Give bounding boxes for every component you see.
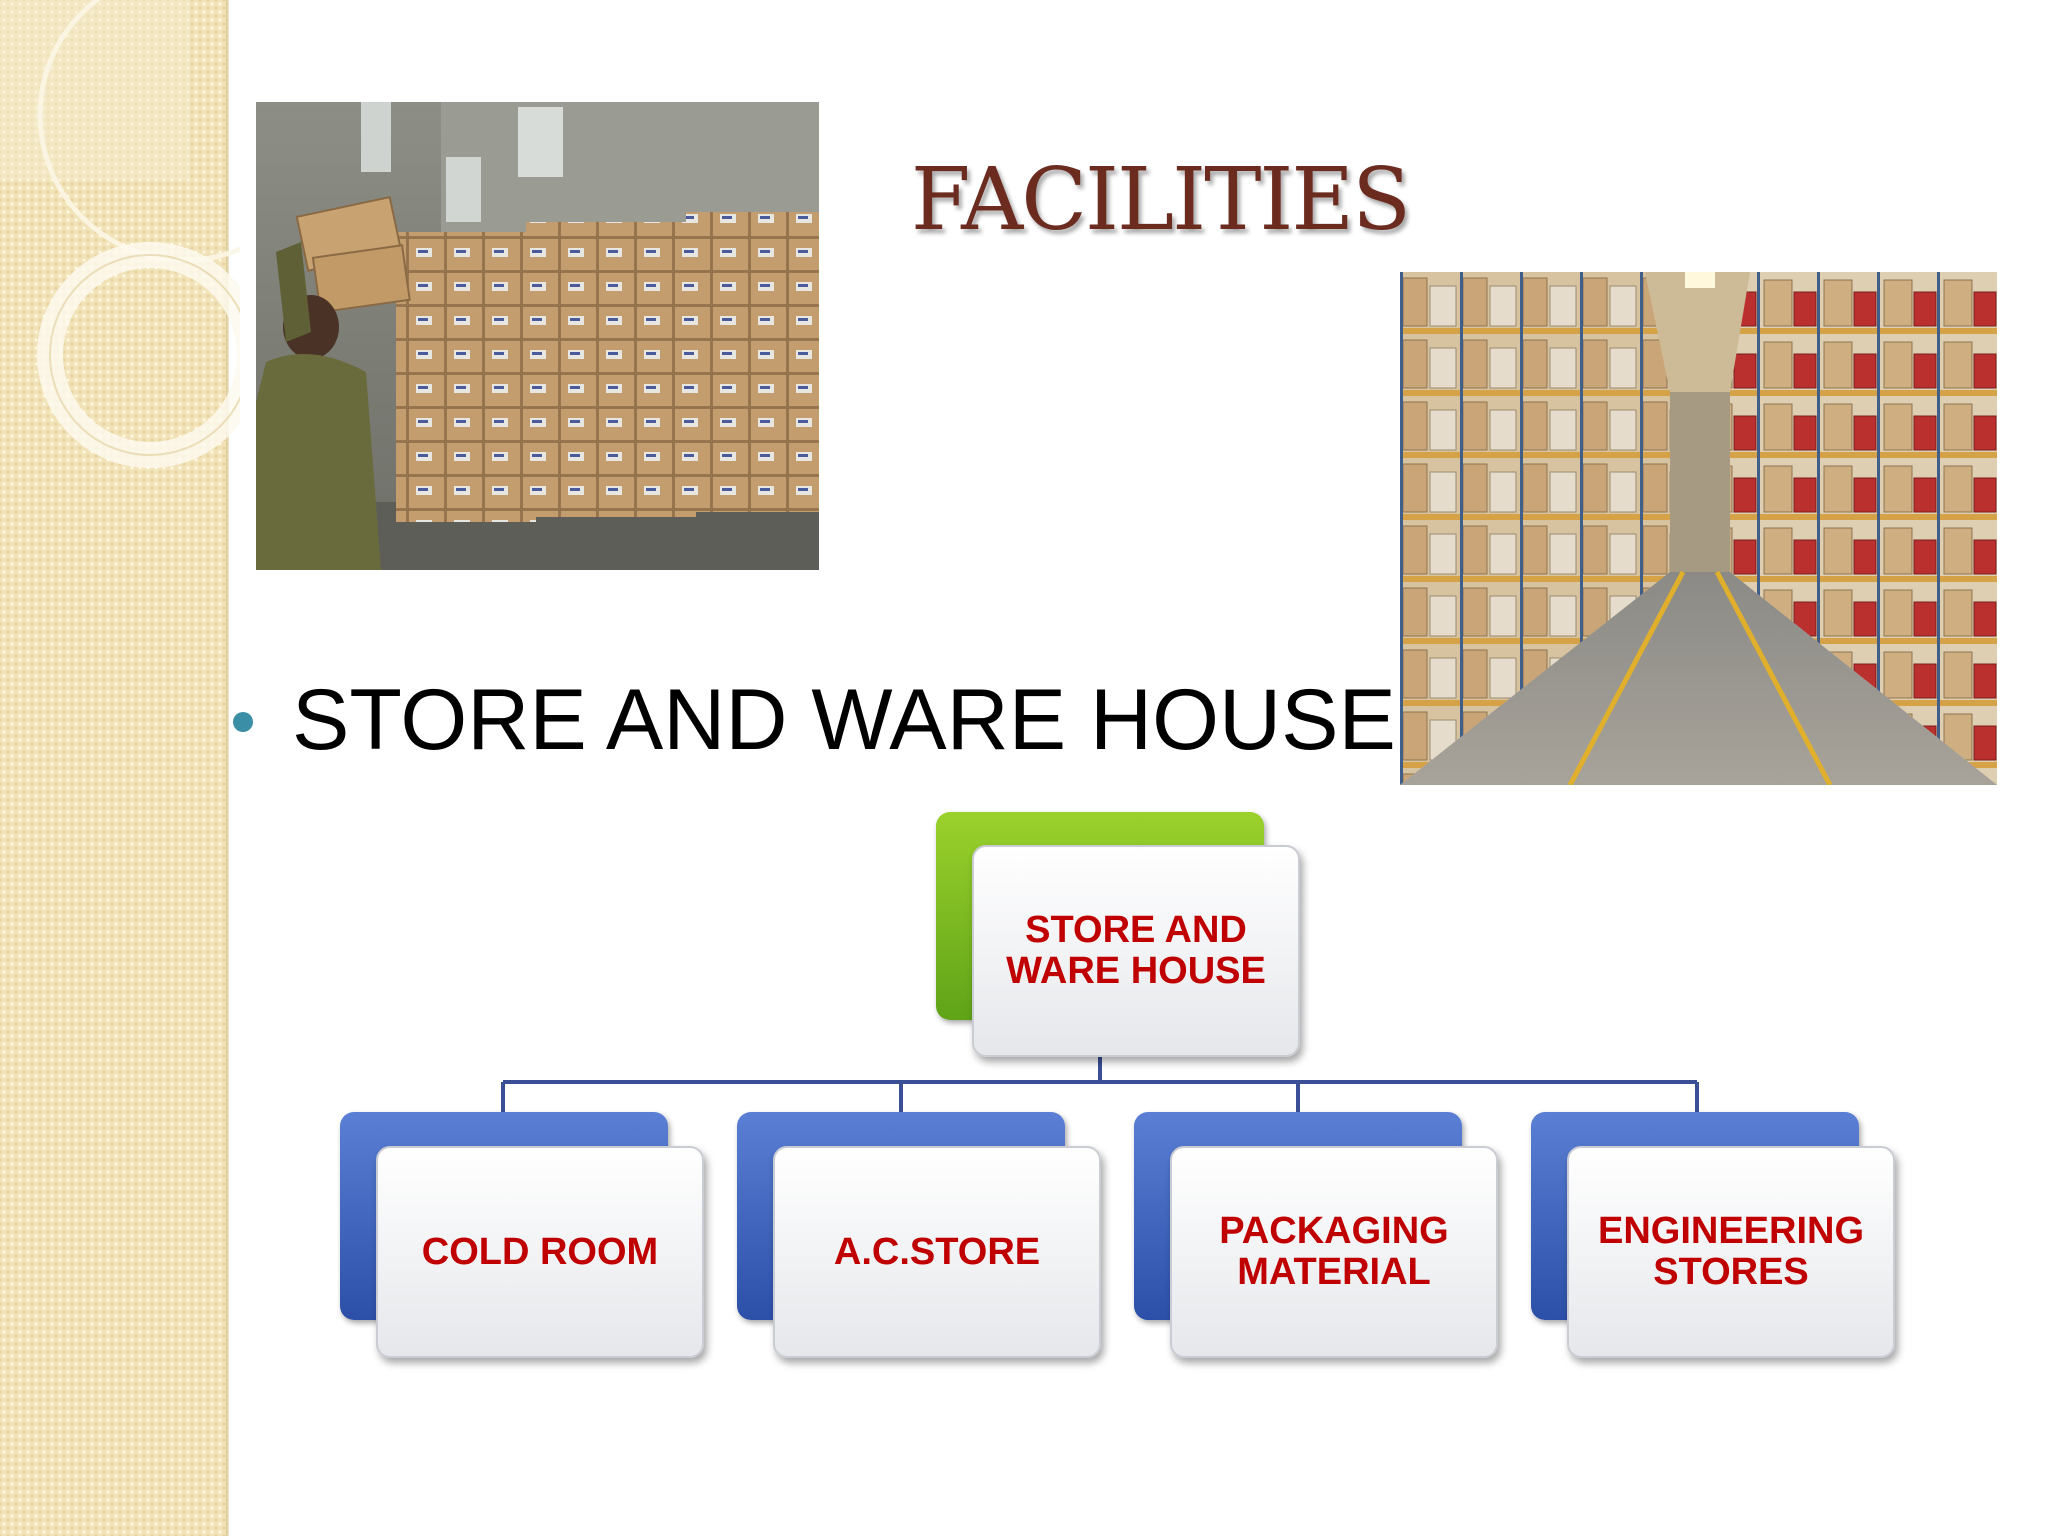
child-node-label: A.C.STORE [833,1230,1041,1273]
slide-title: FACILITIES [910,150,1411,250]
child-node-box: ENGINEERING STORES [1567,1146,1895,1358]
root-node-box: STORE AND WARE HOUSE [972,845,1300,1057]
child-node-label: ENGINEERING STORES [1597,1210,1865,1293]
worker-carrying-boxes-photo [256,102,819,570]
child-node-label: PACKAGING MATERIAL [1219,1210,1449,1293]
bullet-dot [233,712,253,732]
child-node-box: COLD ROOM [376,1146,704,1358]
child-node-box: PACKAGING MATERIAL [1170,1146,1498,1358]
warehouse-aisle-photo [1400,272,1997,785]
bullet-text: STORE AND WARE HOUSE [292,672,1396,768]
side-band-edge [226,0,229,1536]
decorative-rings [0,0,240,468]
root-node-label: STORE AND WARE HOUSE [1006,909,1266,992]
child-node-label: COLD ROOM [421,1230,659,1273]
child-node-box: A.C.STORE [773,1146,1101,1358]
